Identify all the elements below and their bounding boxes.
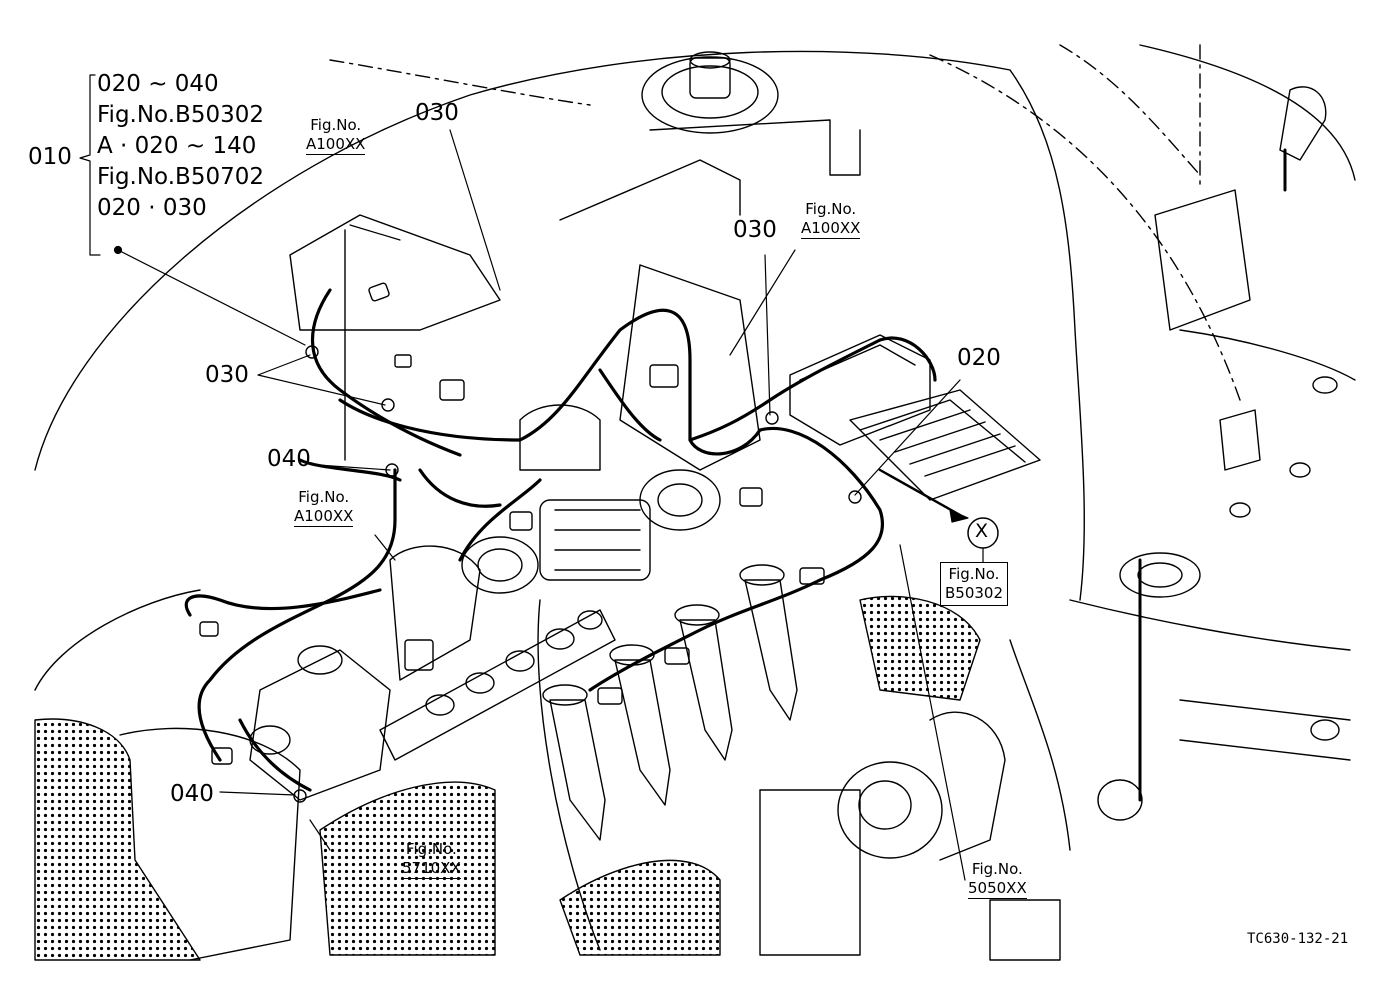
- callout-010: 020 ~ 040 Fig.No.B50302 A · 020 ~ 140 Fi…: [97, 69, 264, 224]
- lower-assemblies: [537, 86, 1351, 961]
- leader-lines: [79, 74, 984, 881]
- fig-ref-top-mid: Fig.No. A100XX: [801, 200, 861, 239]
- common-rail: [379, 609, 616, 761]
- callout-line-1: 020 ~ 040: [97, 71, 219, 97]
- bracket-plates: [289, 119, 861, 471]
- item-label-030-left: 030: [205, 362, 249, 388]
- connectors: [199, 282, 825, 765]
- item-label-020: 020: [957, 345, 1001, 371]
- fig-ref-label: Fig.No.: [805, 200, 857, 218]
- item-label-010: 010: [28, 144, 72, 170]
- item-label-030-top: 030: [415, 100, 459, 126]
- item-label-030-mid: 030: [733, 217, 777, 243]
- radiator-screens: [34, 595, 981, 961]
- fig-ref-number: 5710XX: [402, 859, 461, 879]
- callout-line-3: A · 020 ~ 140: [97, 133, 257, 159]
- callout-line-2: Fig.No.B50302: [97, 102, 264, 128]
- fig-ref-left: Fig.No. A100XX: [294, 488, 354, 527]
- connection-marker-circle: [967, 517, 999, 549]
- fig-ref-top-left: Fig.No. A100XX: [306, 116, 366, 155]
- fig-ref-label: Fig.No.: [298, 488, 350, 506]
- supply-pump: [249, 545, 481, 801]
- item-label-040-upper: 040: [267, 446, 311, 472]
- fig-ref-bottom-left: Fig.No. 5710XX: [402, 840, 461, 879]
- wire-harness: [184, 288, 937, 792]
- item-label-040-lower: 040: [170, 781, 214, 807]
- ecu-unit: [789, 334, 1041, 501]
- fig-ref-label: Fig.No.: [405, 840, 457, 858]
- fig-ref-right-boxed: Fig.No. B50302: [940, 562, 1009, 606]
- fig-ref-number: A100XX: [306, 135, 366, 155]
- injectors: [542, 564, 798, 841]
- fig-ref-number: A100XX: [801, 219, 861, 239]
- drawing-code: TC630-132-21: [1247, 931, 1349, 947]
- fig-ref-number: 5050XX: [968, 879, 1027, 899]
- fig-ref-label: Fig.No.: [310, 116, 362, 134]
- fig-ref-label: Fig.No.: [948, 565, 1000, 583]
- tank-cap: [641, 51, 779, 134]
- callout-line-4: Fig.No.B50702: [97, 164, 264, 190]
- connection-marker-letter: X: [975, 520, 989, 542]
- hood-outline: [34, 44, 1356, 691]
- fig-ref-label: Fig.No.: [971, 860, 1023, 878]
- egr-valve: [461, 404, 721, 594]
- fig-ref-number: A100XX: [294, 507, 354, 527]
- callout-line-5: 020 · 030: [97, 195, 207, 221]
- fig-ref-number: B50302: [945, 584, 1004, 602]
- fig-ref-bottom-right: Fig.No. 5050XX: [968, 860, 1027, 899]
